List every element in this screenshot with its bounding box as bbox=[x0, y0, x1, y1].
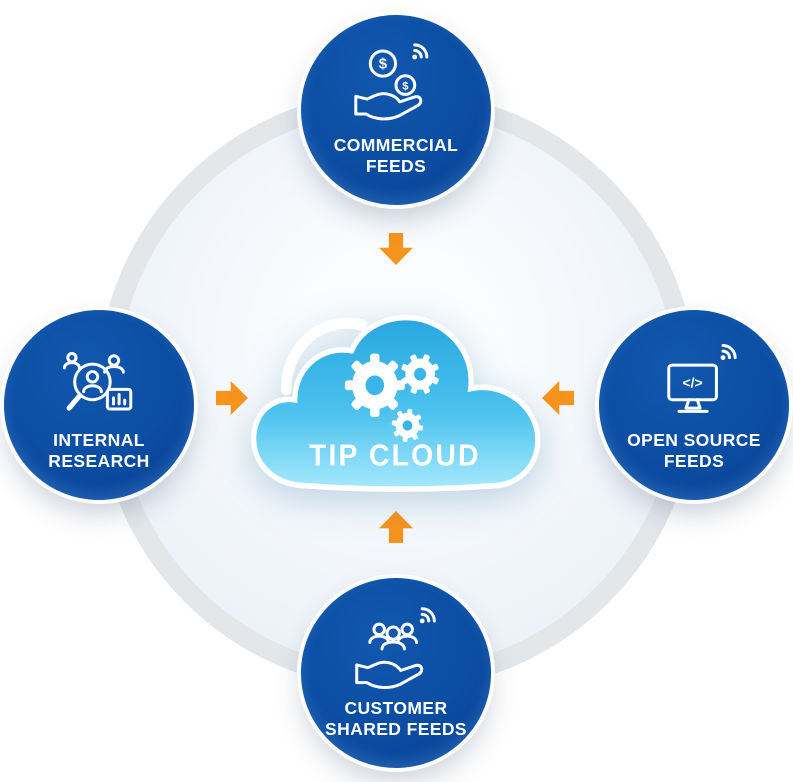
tip-cloud: TIP CLOUD bbox=[240, 296, 556, 508]
node-commercial-feeds: $ $ COMMERCIAL FEEDS bbox=[301, 15, 491, 205]
node-open-source-feeds: </> OPEN SOURCE FEEDS bbox=[599, 310, 789, 500]
label-line: INTERNAL bbox=[53, 429, 145, 450]
people-share-feed-icon bbox=[355, 606, 436, 689]
cloud-highlight-arc bbox=[281, 317, 368, 396]
node-internal-research: INTERNAL RESEARCH bbox=[4, 310, 194, 500]
node-label-commercial: COMMERCIAL FEEDS bbox=[334, 135, 459, 178]
dollar-glyph: $ bbox=[379, 55, 388, 72]
gear-large-icon bbox=[344, 353, 405, 417]
node-label-opensource: OPEN SOURCE FEEDS bbox=[627, 430, 761, 473]
label-line: OPEN SOURCE bbox=[627, 429, 761, 450]
label-line: CUSTOMER bbox=[344, 697, 448, 718]
node-customer-shared-feeds: CUSTOMER SHARED FEEDS bbox=[301, 578, 491, 768]
label-line: SHARED FEEDS bbox=[325, 719, 467, 739]
label-line: FEEDS bbox=[365, 156, 427, 176]
label-line: RESEARCH bbox=[48, 451, 150, 471]
code-monitor-feed-icon: </> bbox=[667, 343, 737, 413]
label-line: FEEDS bbox=[663, 451, 725, 471]
dollar-glyph: $ bbox=[402, 80, 409, 92]
label-line: COMMERCIAL bbox=[333, 134, 459, 155]
research-magnifier-icon bbox=[62, 351, 133, 411]
code-glyph: </> bbox=[682, 374, 702, 390]
cloud-graphic: TIP CLOUD bbox=[251, 314, 541, 492]
node-label-internal: INTERNAL RESEARCH bbox=[48, 430, 149, 473]
node-label-customer: CUSTOMER SHARED FEEDS bbox=[325, 698, 467, 741]
cloud-label: TIP CLOUD bbox=[309, 439, 481, 473]
money-hand-feed-icon: $ $ bbox=[354, 43, 429, 121]
